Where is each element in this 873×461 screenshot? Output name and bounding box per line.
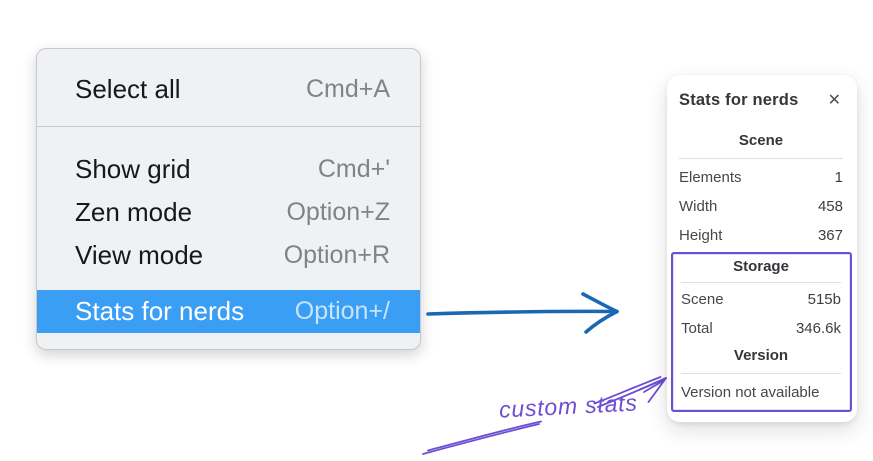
stat-label: Total: [681, 320, 713, 337]
version-message: Version not available: [681, 383, 820, 401]
menu-item-label: Select all: [75, 73, 181, 104]
stat-label: Elements: [679, 169, 742, 186]
scene-rows: Elements 1 Width 458 Height 367: [679, 163, 843, 250]
section-divider: [679, 158, 843, 159]
section-scene: Scene Elements 1 Width 458 Height 367: [679, 132, 843, 250]
menu-item-view-mode[interactable]: View mode Option+R: [37, 234, 420, 277]
menu-item-zen-mode[interactable]: Zen mode Option+Z: [37, 191, 420, 234]
menu-item-shortcut: Cmd+A: [305, 74, 390, 103]
menu-item-label: Show grid: [75, 154, 191, 184]
stat-label: Scene: [681, 291, 724, 308]
flow-arrow: [426, 292, 619, 334]
stat-label: Height: [679, 227, 723, 244]
annotation-box: Storage Scene 515b Total 346.6k Version …: [671, 252, 852, 412]
stat-row-total-storage: Total 346.6k: [681, 314, 841, 343]
stats-panel: Stats for nerds ✕ Scene Elements 1 Width…: [667, 75, 857, 422]
menu-item-select-all[interactable]: Select all Cmd+A: [37, 65, 420, 113]
section-divider: [681, 282, 841, 283]
storage-rows: Scene 515b Total 346.6k: [681, 285, 841, 343]
section-heading: Scene: [738, 132, 784, 149]
section-version: Version Version not available: [681, 347, 841, 410]
menu-item-show-grid[interactable]: Show grid Cmd+': [37, 148, 420, 191]
stat-row-width: Width 458: [679, 192, 843, 221]
section-storage: Storage Scene 515b Total 346.6k: [681, 258, 841, 343]
menu-item-shortcut: Option+Z: [286, 198, 390, 226]
menu-item-label: View mode: [75, 240, 204, 270]
stat-value: 458: [817, 198, 843, 215]
section-heading: Version: [733, 347, 789, 364]
stat-row-height: Height 367: [679, 221, 843, 250]
stat-value: 367: [817, 227, 843, 244]
menu-item-stats-for-nerds[interactable]: Stats for nerds Option+/: [37, 290, 420, 333]
stat-row-scene-storage: Scene 515b: [681, 285, 841, 314]
menu-item-shortcut: Option+/: [294, 297, 390, 325]
stat-value: 1: [834, 169, 843, 186]
stat-label: Width: [679, 198, 718, 215]
annotation-label: custom stats: [498, 389, 639, 423]
menu-item-shortcut: Option+R: [283, 241, 390, 269]
menu-item-label: Zen mode: [75, 197, 193, 227]
menu-item-shortcut: Cmd+': [317, 155, 390, 183]
context-menu: Select all Cmd+A Show grid Cmd+' Zen mod…: [36, 48, 421, 350]
stat-value: 515b: [807, 291, 841, 308]
section-divider: [681, 373, 841, 374]
close-icon[interactable]: ✕: [827, 91, 841, 109]
stat-row-elements: Elements 1: [679, 163, 843, 192]
panel-title: Stats for nerds: [679, 91, 799, 109]
menu-item-label: Stats for nerds: [75, 296, 245, 326]
section-heading: Storage: [733, 258, 789, 275]
stat-value: 346.6k: [795, 320, 841, 337]
stats-panel-header: Stats for nerds ✕: [679, 91, 843, 110]
menu-divider: [37, 126, 420, 127]
